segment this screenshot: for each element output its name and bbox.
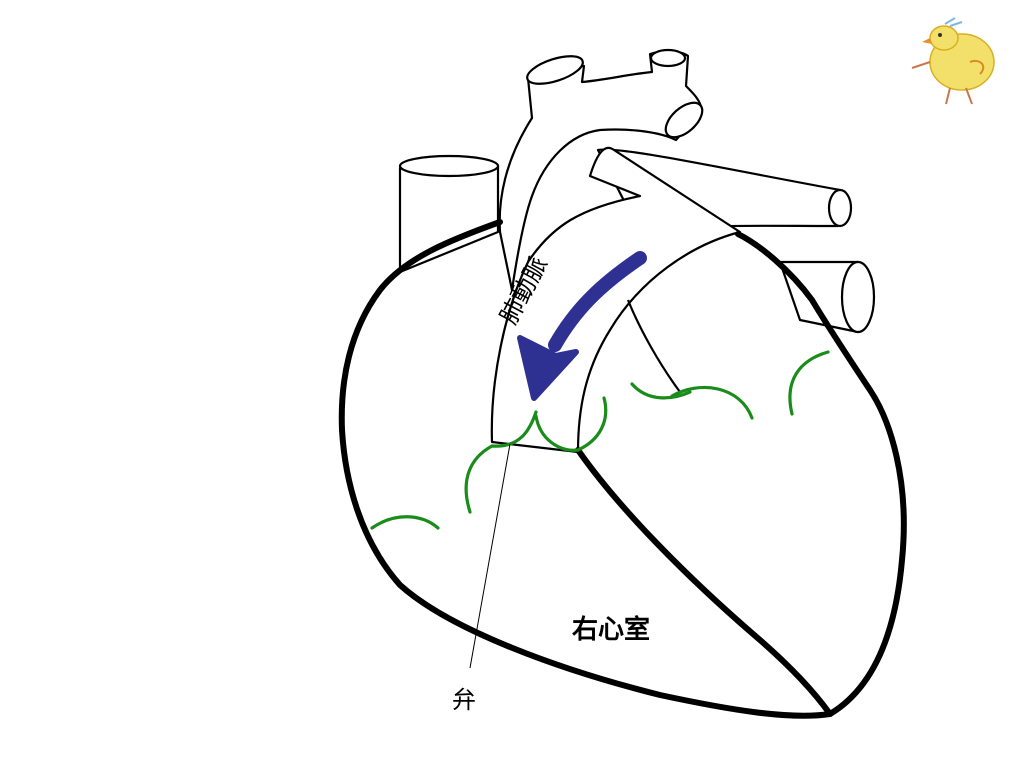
flow-arrow xyxy=(517,251,647,401)
valve-cusp-mid xyxy=(534,414,580,452)
superior-vena-cava xyxy=(398,154,500,274)
valve-cusp-left xyxy=(490,410,538,448)
atrial-curve-4 xyxy=(670,385,754,420)
valve-curves xyxy=(370,350,830,530)
aorta xyxy=(498,48,704,292)
atrial-curve-5 xyxy=(788,350,830,416)
chick-icon xyxy=(911,17,995,105)
vessels xyxy=(398,48,876,454)
label-right-ventricle: 右心室 xyxy=(572,614,650,645)
valve-cusp-right xyxy=(576,396,608,452)
atrial-curve-3 xyxy=(630,382,692,400)
atrial-curve-1 xyxy=(464,444,494,514)
pulmonary-vein xyxy=(778,260,876,334)
arrow-head xyxy=(517,335,579,401)
valve-leader-line xyxy=(469,443,511,669)
arrow-shaft xyxy=(548,251,647,352)
heart-outline xyxy=(338,219,907,719)
atrial-curve-2 xyxy=(370,515,440,530)
label-valve: 弁 xyxy=(452,686,476,714)
